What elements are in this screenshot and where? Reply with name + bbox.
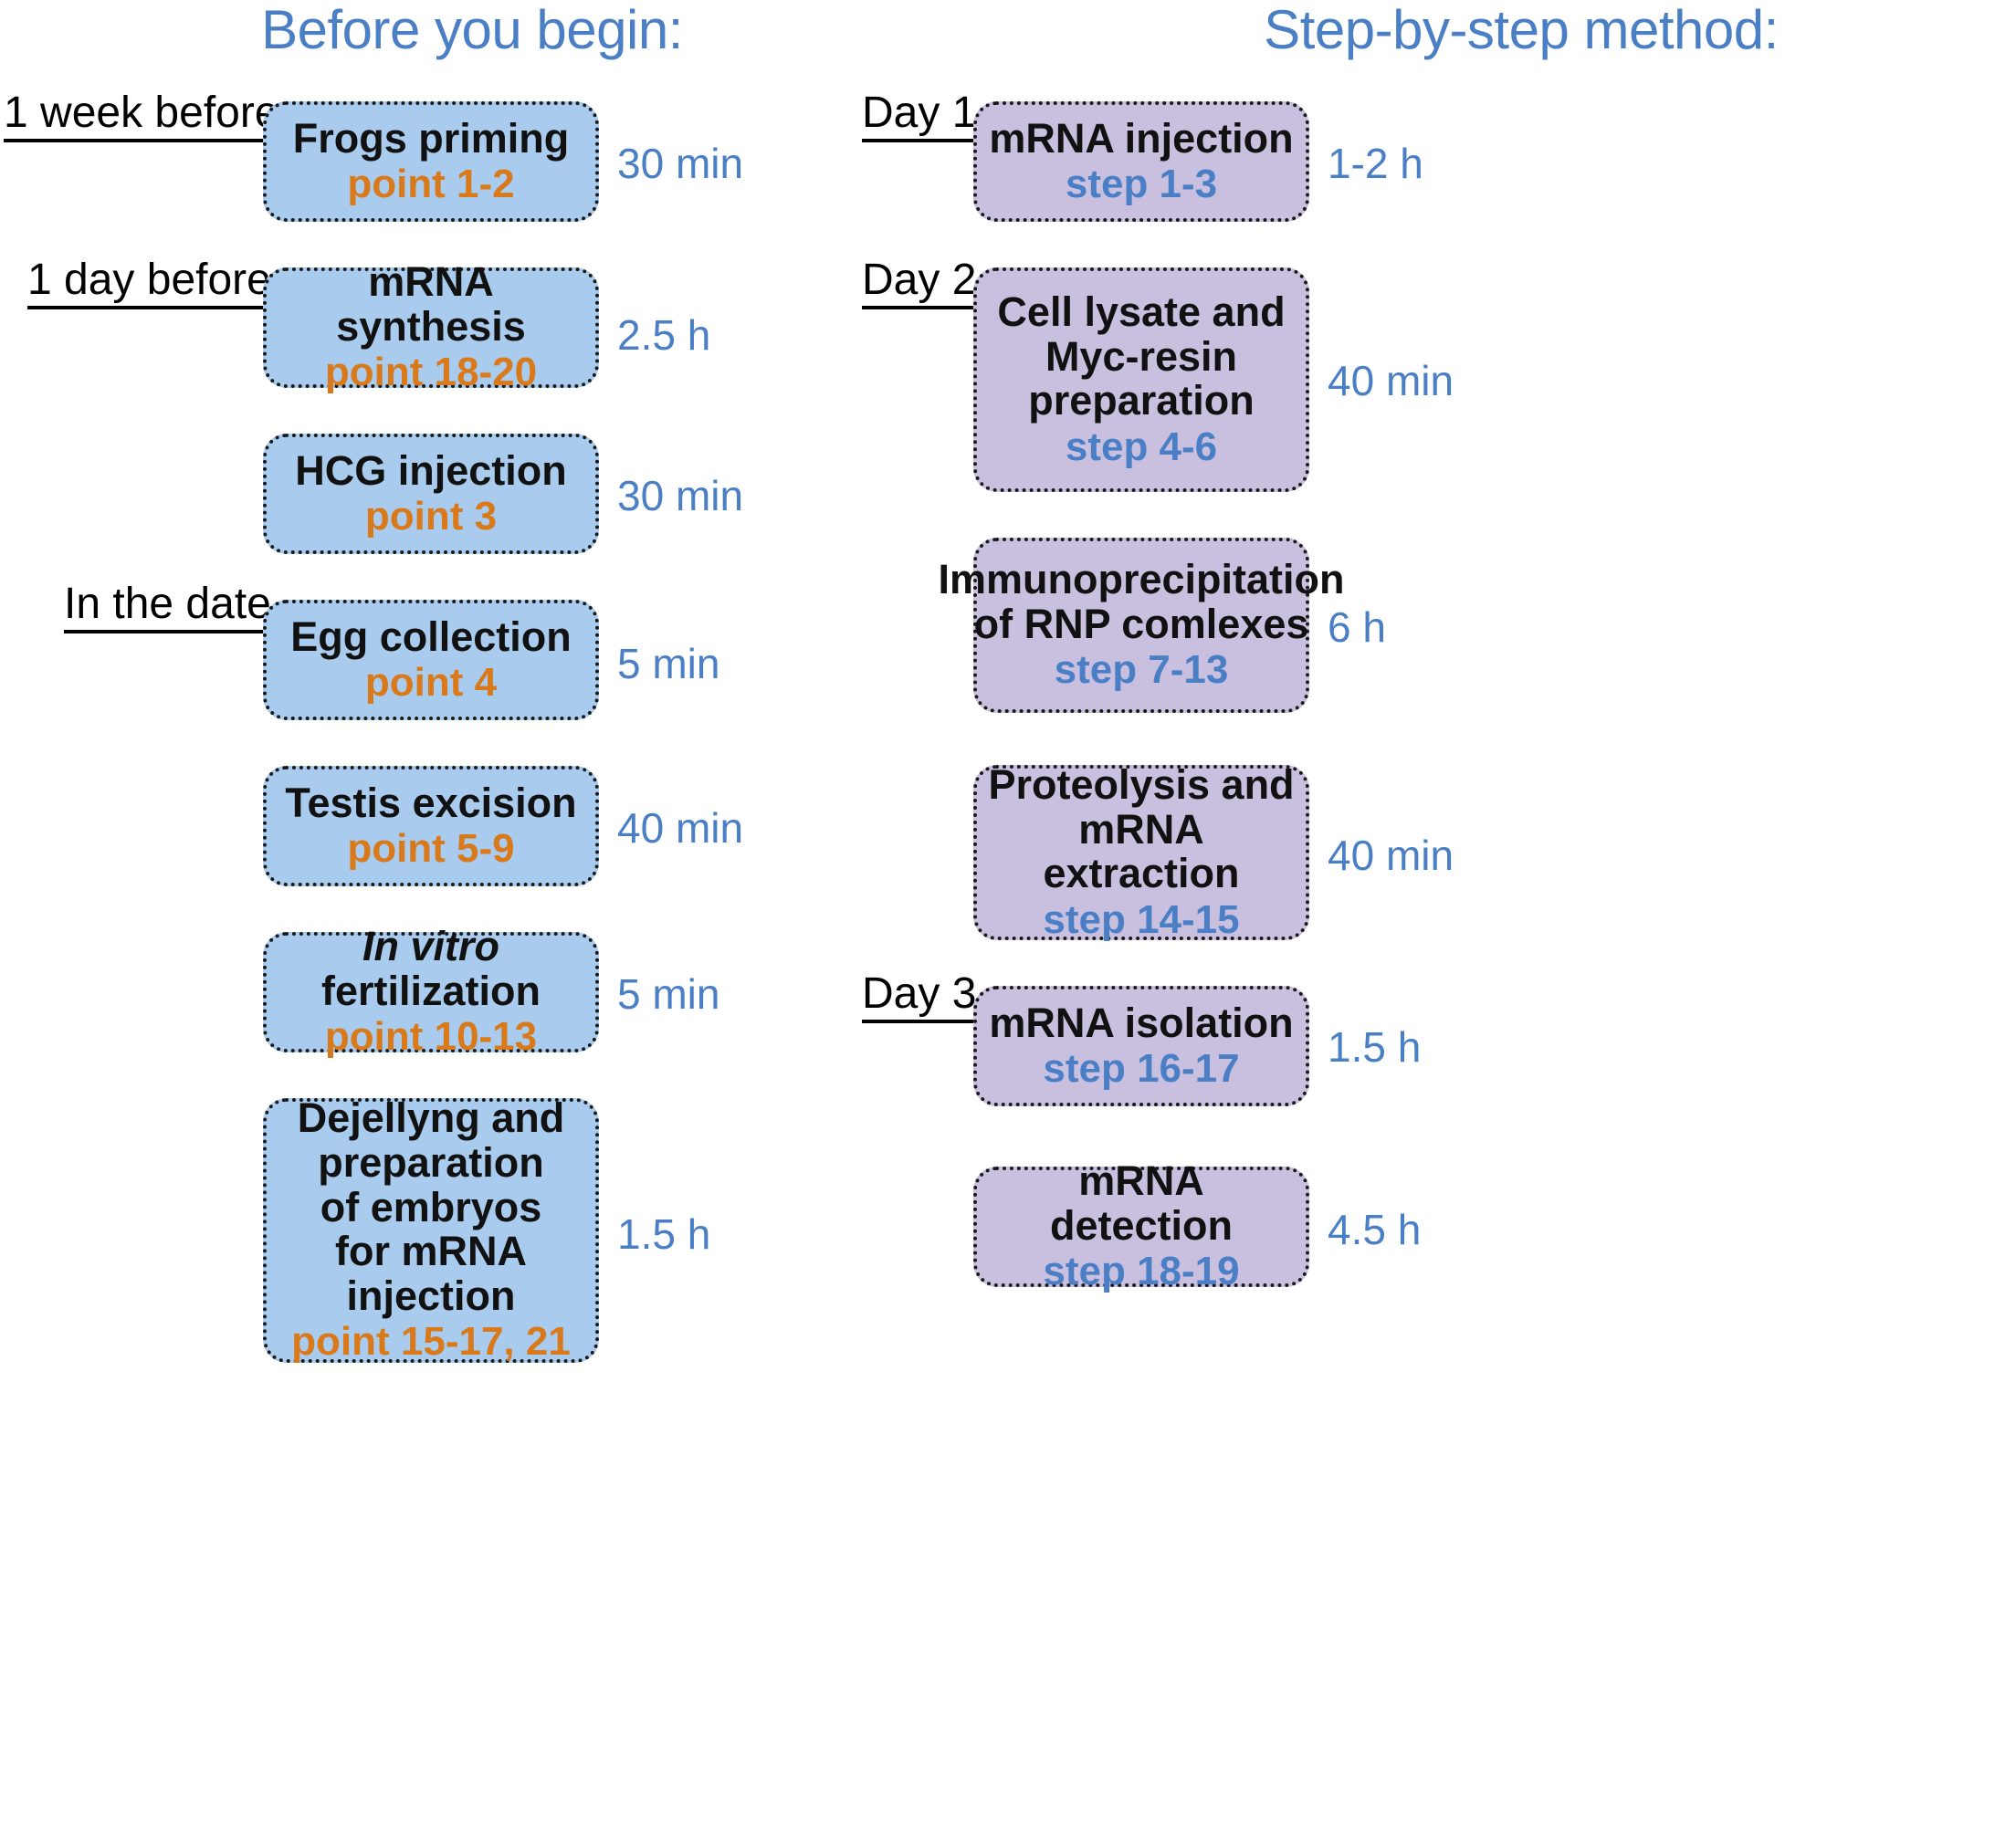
step-ref: point 1-2 xyxy=(347,162,515,207)
step-title-rest: fertilization xyxy=(320,967,541,1014)
step-title: mRNA isolation xyxy=(989,999,1294,1046)
duration-mrna-detection: 4.5 h xyxy=(1328,1206,1422,1253)
step-box-proteolysis-mrna-extraction[interactable]: Proteolysis and mRNA extraction step 14-… xyxy=(973,760,1309,942)
step-title: Dejellyng and preparation of embryos for… xyxy=(297,1094,565,1319)
step-ref: point 18-20 xyxy=(324,350,538,395)
step-title: Frogs priming xyxy=(292,114,570,162)
right-column-title: Step-by-step method: xyxy=(1264,0,1779,60)
left-column: Before you begin: 1 week before 1 day be… xyxy=(4,0,744,1365)
step-ref: step 1-3 xyxy=(1065,162,1218,207)
duration-cell-lysate-myc-resin: 40 min xyxy=(1328,357,1454,404)
step-ref: step 14-15 xyxy=(1043,896,1240,942)
step-title: Proteolysis and mRNA extraction xyxy=(988,760,1295,897)
step-title: In vitro fertilization xyxy=(278,923,584,1014)
phase-label-1-week-before: 1 week before xyxy=(4,91,279,142)
step-box-mrna-synthesis[interactable]: mRNA synthesis point 18-20 xyxy=(263,259,599,394)
duration-proteolysis-mrna-extraction: 40 min xyxy=(1328,832,1454,879)
duration-immunoprecipitation: 6 h xyxy=(1328,603,1386,651)
duration-hcg-injection: 30 min xyxy=(617,472,744,519)
step-title: Immunoprecipitation of RNP comlexes xyxy=(938,556,1345,647)
step-ref: step 7-13 xyxy=(1054,647,1229,693)
step-ref: point 4 xyxy=(364,660,498,706)
duration-testis-excision: 40 min xyxy=(617,804,744,852)
step-box-dejellyng-preparation[interactable]: Dejellyng and preparation of embryos for… xyxy=(263,1094,599,1365)
step-title-italic-prefix: In vitro xyxy=(362,923,499,970)
step-box-testis-excision[interactable]: Testis excision point 5-9 xyxy=(263,766,599,886)
step-title: Cell lysate and Myc-resin preparation xyxy=(997,288,1286,424)
duration-mrna-synthesis: 2.5 h xyxy=(617,311,711,359)
step-title: HCG injection xyxy=(295,446,567,494)
step-box-cell-lysate-myc-resin[interactable]: Cell lysate and Myc-resin preparation st… xyxy=(973,267,1309,492)
phase-label-day-2: Day 2 xyxy=(862,258,977,309)
step-box-immunoprecipitation[interactable]: Immunoprecipitation of RNP comlexes step… xyxy=(939,538,1345,713)
duration-mrna-injection: 1-2 h xyxy=(1328,140,1423,187)
step-box-mrna-injection[interactable]: mRNA injection step 1-3 xyxy=(973,101,1309,222)
step-box-mrna-isolation[interactable]: mRNA isolation step 16-17 xyxy=(973,986,1309,1106)
phase-label-day-3: Day 3 xyxy=(862,972,977,1023)
step-title: mRNA detection xyxy=(1049,1157,1234,1249)
duration-egg-collection: 5 min xyxy=(617,640,720,687)
step-ref: step 18-19 xyxy=(1043,1249,1240,1294)
phase-label-1-day-before: 1 day before xyxy=(27,258,271,309)
left-column-title: Before you begin: xyxy=(261,0,683,60)
duration-frogs-priming: 30 min xyxy=(617,140,744,187)
duration-in-vitro-fertilization: 5 min xyxy=(617,970,720,1018)
phase-label-in-the-date: In the date xyxy=(64,582,271,633)
step-title: mRNA injection xyxy=(989,114,1294,162)
phase-label-day-1: Day 1 xyxy=(862,91,977,142)
step-title: mRNA synthesis xyxy=(336,258,526,350)
step-ref: point 10-13 xyxy=(324,1014,538,1060)
step-title: Testis excision xyxy=(285,779,577,826)
step-ref: step 16-17 xyxy=(1043,1046,1240,1092)
step-box-mrna-detection[interactable]: mRNA detection step 18-19 xyxy=(973,1158,1309,1293)
step-ref: point 5-9 xyxy=(347,826,515,872)
step-box-in-vitro-fertilization[interactable]: In vitro fertilization point 10-13 xyxy=(263,924,599,1059)
step-box-frogs-priming[interactable]: Frogs priming point 1-2 xyxy=(263,101,599,222)
step-ref: point 15-17, 21 xyxy=(291,1319,571,1365)
step-ref: step 4-6 xyxy=(1065,424,1218,469)
duration-dejellyng-preparation: 1.5 h xyxy=(617,1210,711,1258)
step-box-hcg-injection[interactable]: HCG injection point 3 xyxy=(263,434,599,554)
step-title: Egg collection xyxy=(290,612,572,660)
duration-mrna-isolation: 1.5 h xyxy=(1328,1023,1422,1071)
step-box-egg-collection[interactable]: Egg collection point 4 xyxy=(263,600,599,720)
right-column: Step-by-step method: Day 1 Day 2 Day 3 m… xyxy=(862,0,2016,1832)
step-ref: point 3 xyxy=(364,494,498,539)
